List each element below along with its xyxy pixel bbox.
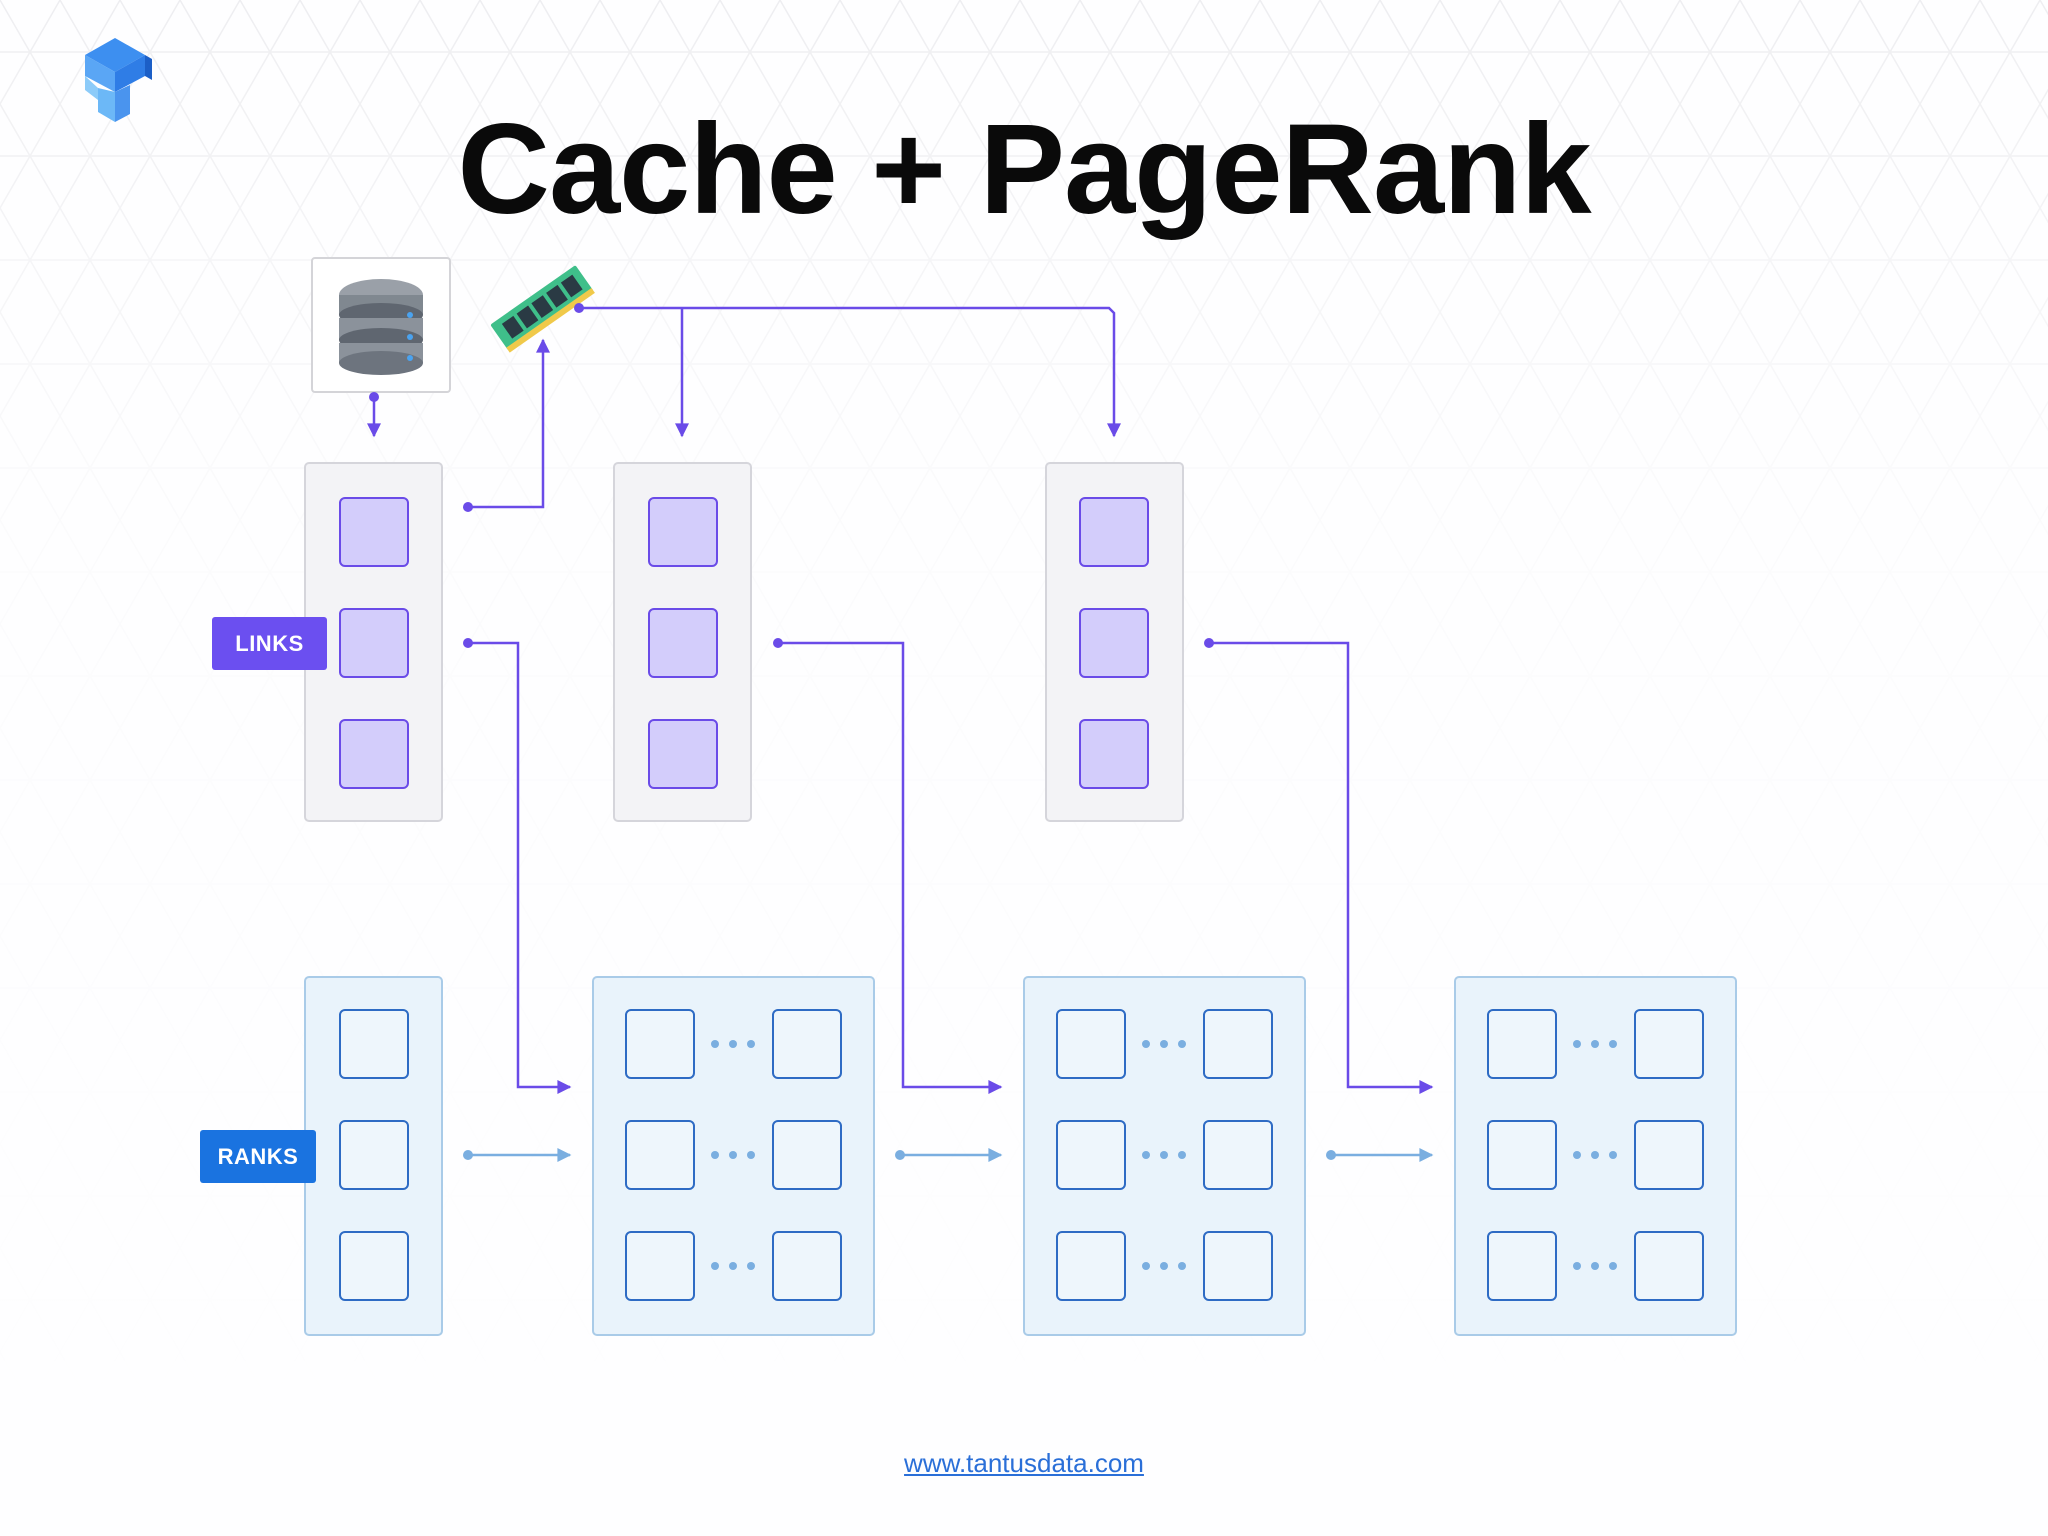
ranks-partition-0 — [304, 976, 443, 1336]
database-icon — [339, 279, 423, 375]
links-partition-3 — [1045, 462, 1184, 822]
links-to-ranks-arrow-3 — [1204, 638, 1434, 1094]
links-to-ranks-arrow-1 — [463, 638, 572, 1094]
db-to-links-arrow — [367, 392, 381, 438]
cache-distribution-arrows — [574, 303, 1121, 438]
page-title: Cache + PageRank — [457, 98, 1592, 241]
footer-website-link[interactable]: www.tantusdata.com — [904, 1448, 1144, 1478]
ranks-flow-arrow-2 — [895, 1148, 1003, 1162]
ranks-partition-1 — [592, 976, 875, 1336]
links-partition-1 — [304, 462, 443, 822]
links-partition-2 — [613, 462, 752, 822]
links-label: LINKS — [212, 617, 327, 670]
tantusdata-logo-icon — [85, 38, 152, 122]
ranks-partition-2 — [1023, 976, 1306, 1336]
database-node — [311, 257, 451, 393]
links-to-cache-arrow — [463, 338, 550, 512]
ranks-partition-3 — [1454, 976, 1737, 1336]
ranks-flow-arrow-3 — [1326, 1148, 1434, 1162]
ram-memory-icon — [491, 265, 595, 353]
links-to-ranks-arrow-2 — [773, 638, 1003, 1094]
ranks-label: RANKS — [200, 1130, 316, 1183]
ranks-flow-arrow-1 — [463, 1148, 572, 1162]
